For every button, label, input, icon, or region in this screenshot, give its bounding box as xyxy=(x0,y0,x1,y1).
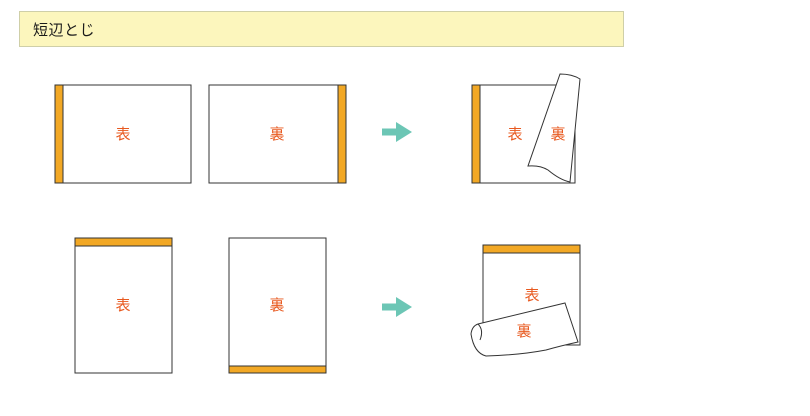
landscape-back-page: 裏 xyxy=(208,84,347,184)
curled-page xyxy=(527,73,581,183)
portrait-result-page: 表 裏 xyxy=(470,244,581,357)
binding-edge xyxy=(482,244,581,254)
page-sheet xyxy=(74,237,173,374)
front-label: 表 xyxy=(524,286,539,304)
section-title: 短辺とじ xyxy=(33,20,96,39)
binding-edge xyxy=(337,84,347,184)
binding-edge xyxy=(471,84,481,184)
page-sheet xyxy=(228,237,327,374)
curled-page xyxy=(470,302,579,357)
page-sheet xyxy=(54,84,192,184)
back-label: 裏 xyxy=(269,125,284,143)
binding-edge xyxy=(54,84,64,184)
row-landscape: 表 裏 表 裏 xyxy=(54,73,581,184)
row-portrait: 表 裏 表 裏 xyxy=(74,237,581,374)
arrow-right-icon xyxy=(382,297,412,317)
portrait-front-page: 表 xyxy=(74,237,173,374)
front-label: 表 xyxy=(507,125,522,143)
landscape-front-page: 表 xyxy=(54,84,192,184)
binding-edge xyxy=(228,365,327,374)
back-label: 裏 xyxy=(269,296,284,314)
front-label: 表 xyxy=(115,125,130,143)
portrait-back-page: 裏 xyxy=(228,237,327,374)
back-label: 裏 xyxy=(516,322,531,340)
front-label: 表 xyxy=(115,296,130,314)
arrow-right-icon xyxy=(382,122,412,142)
binding-edge xyxy=(74,237,173,247)
landscape-result-page: 表 裏 xyxy=(471,73,581,184)
section-header: 短辺とじ xyxy=(19,11,624,47)
back-label: 裏 xyxy=(550,125,565,143)
curl-edge xyxy=(477,323,483,341)
